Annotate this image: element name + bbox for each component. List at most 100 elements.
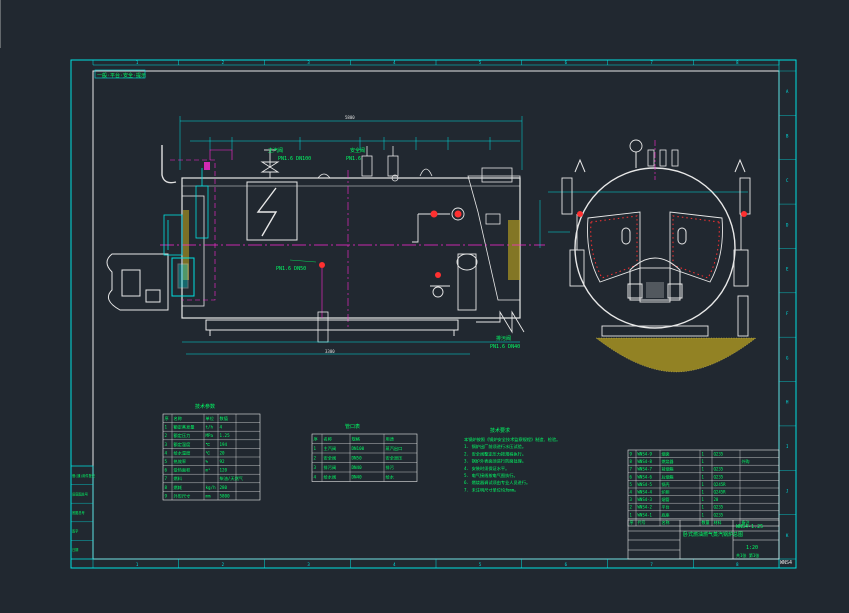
table1-cell: 2 [165,433,168,438]
bom-cell: Q235 [714,452,724,457]
row-label: I [786,444,789,449]
foundation [596,338,756,372]
warning-box [246,181,298,241]
bom-cell: 1 [702,474,705,479]
column-label: 6 [565,60,568,65]
bom-cell: 烟囱 [662,451,670,457]
table2-title: 管口表 [345,423,360,430]
bom-cell: 燃烧器 [662,458,674,464]
bom-header: 序 [630,519,634,525]
row-label: A [786,89,789,94]
bom-cell: 1 [702,490,705,495]
table2-cell: 排污阀 [324,464,337,471]
callout-drain-tag: 排污阀 [496,335,511,342]
bom-header: 数量 [702,519,710,525]
bom-cell: Q235 [714,474,724,479]
table1-cell: 4 [220,425,223,430]
steam-valve [260,149,280,178]
bom-cell: 前烟箱 [662,466,674,472]
table2-cell: 给水 [386,474,395,481]
table1-cell: 4 [165,450,168,455]
bom-cell: WNS4-2 [638,505,653,510]
left-strip-label: 底图总号 [72,510,85,515]
bom-header: 备注 [742,519,750,525]
bom-cell: Q245R [714,482,727,487]
table1-cell: 7 [165,476,168,481]
bom-cell: WNS4-7 [638,467,653,472]
notes-line: 本锅炉按照《锅炉安全技术监察规程》制造、检验。 [464,436,560,443]
bom-cell: 8 [630,459,633,464]
table2-cell: 安全泄压 [386,455,403,462]
row-label: C [786,178,789,183]
bom-cell: 1 [702,482,705,487]
bom-cell: WNS4-4 [638,490,653,495]
pressure-gauge-top [391,174,399,182]
table2-header: 规格 [352,436,361,443]
bom-cell: WNS4-8 [638,459,653,464]
left-strip-label: 借(通)用件登记 [72,473,96,478]
table1-cell: 给水温度 [174,449,192,456]
table2-cell: 2 [314,456,317,461]
bom-cell: 1 [702,459,705,464]
bom-cell: 底座 [662,511,670,517]
bom-cell: 7 [630,467,633,472]
column-label: 4 [393,60,396,65]
column-ticks [92,60,780,568]
row-label: B [786,134,789,139]
safety-valves [317,146,433,179]
table2-cell: 蒸汽出口 [386,445,403,452]
table1-title: 技术参数 [195,403,215,410]
bom-cell: Q235 [714,505,724,510]
bom-cell: 3 [630,497,633,502]
row-label: D [786,222,789,227]
pressure-gauge [629,139,643,153]
column-label: 1 [136,562,139,567]
callout-safety: PN1.6 [346,156,361,162]
row-label: F [786,311,789,316]
column-label: 5 [479,562,482,567]
bom-cell: WNS4-9 [638,452,653,457]
table2-cell: DN40 [352,465,363,470]
column-label: 3 [307,60,310,65]
table2-header: 用途 [386,436,395,443]
table1-cell: m² [206,468,211,473]
title-block-number: WNS4-1.25 [736,524,763,530]
table1-cell: 燃料 [174,475,183,482]
notes-line: 1. 锅炉出厂前须进行水压试验。 [464,443,526,450]
table1-cell: 3 [165,442,168,447]
top-left-tag: 一般·平台·安全·提示 [97,72,146,79]
inner-border [92,70,780,560]
top-left-tag-box [94,69,146,79]
notes-line: 5. 电气接线按电气图执行。 [464,472,518,479]
bom-cell: WNS4-5 [638,482,653,487]
bom-cell: 1 [702,505,705,510]
front-view [539,139,757,373]
table1-cell: 120 [220,468,228,473]
boiler-shell [181,177,521,319]
table1-header: 单位 [206,415,214,422]
table1-cell: 额定蒸发量 [174,424,195,431]
right-door [669,211,723,283]
table1-cell: 20 [220,450,226,455]
table1-cell: 1 [165,425,168,430]
table1-cell: 燃耗 [174,484,183,491]
callout-steam: PN1.6 DN100 [278,156,311,162]
svg-text:3300: 3300 [325,349,335,354]
table2-cell: DN50 [352,456,363,461]
row-label: K [786,533,789,538]
column-label: 7 [650,60,653,65]
column-label: 2 [222,60,225,65]
row-label: G [786,355,789,360]
bom-cell: 1 [630,512,633,517]
left-strip-label: 旧底图总号 [72,491,88,496]
table1-cell: t/h [206,425,214,430]
table1-cell: 柴油/天然气 [220,475,244,482]
table1-cell: ℃ [206,442,211,447]
title-block-sheet: 共1张 第1张 [736,552,759,558]
bom-cell: 外购 [742,458,750,464]
left-strip-label: 日期 [72,547,78,552]
outer-border [70,59,797,569]
